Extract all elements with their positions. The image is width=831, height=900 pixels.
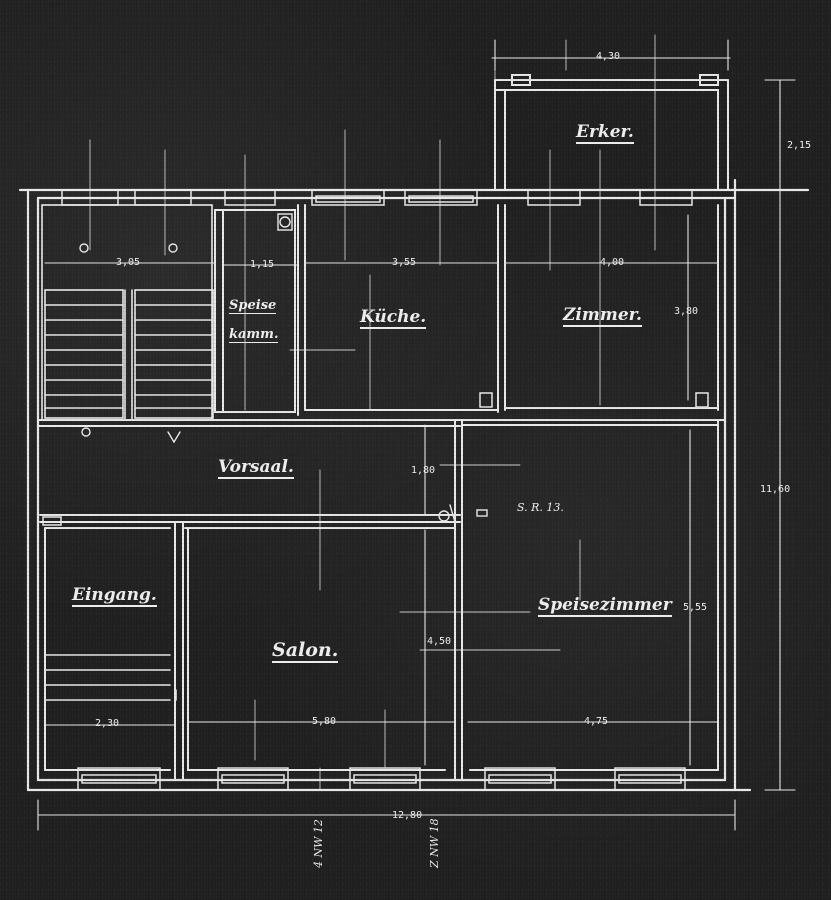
interior-walls (37, 204, 726, 781)
room-label-salon: Salon. (272, 639, 339, 663)
dim-pantry-width: 1,15 (250, 259, 275, 270)
room-label-vorsaal: Vorsaal. (218, 457, 294, 479)
flue-note: S. R. 13. (517, 501, 564, 514)
dim-stair-width: 3,05 (116, 257, 141, 268)
room-label-pantry-line2: kamm. (229, 327, 279, 343)
staircase (41, 204, 214, 701)
dimension-lines (37, 39, 796, 831)
dim-erker-depth: 2,15 (787, 140, 812, 151)
construction-lines (89, 34, 656, 791)
dim-erker-width: 4,30 (596, 51, 621, 62)
windows (42, 189, 709, 791)
dim-kitchen-width: 3,55 (392, 257, 417, 268)
room-label-eingang: Eingang. (72, 585, 157, 607)
dim-dining-depth: 5,55 (683, 602, 708, 613)
fixtures (79, 213, 488, 523)
room-label-speisezimmer: Speisezimmer (538, 595, 672, 617)
dim-salon-depth: 4,50 (427, 636, 452, 647)
room-label-zimmer: Zimmer. (563, 305, 642, 327)
dim-room-width: 4,00 (600, 257, 625, 268)
dim-hall-depth: 1,80 (411, 465, 436, 476)
room-label-kitchen: Küche. (360, 307, 427, 329)
dim-dining-width: 4,75 (584, 716, 609, 727)
dim-total-depth: 11,60 (760, 484, 791, 495)
room-label-erker: Erker. (576, 122, 634, 144)
dim-entry-width: 2,30 (95, 718, 120, 729)
dim-room-depth: 3,80 (674, 306, 699, 317)
dim-total-width: 12,80 (392, 810, 423, 821)
dim-salon-width: 5,80 (312, 716, 337, 727)
room-label-pantry-line1: Speise (229, 298, 277, 314)
pipe-note-right: Z NW 18 (428, 818, 441, 869)
pipe-note-left: 4 NW 12 (312, 819, 325, 869)
